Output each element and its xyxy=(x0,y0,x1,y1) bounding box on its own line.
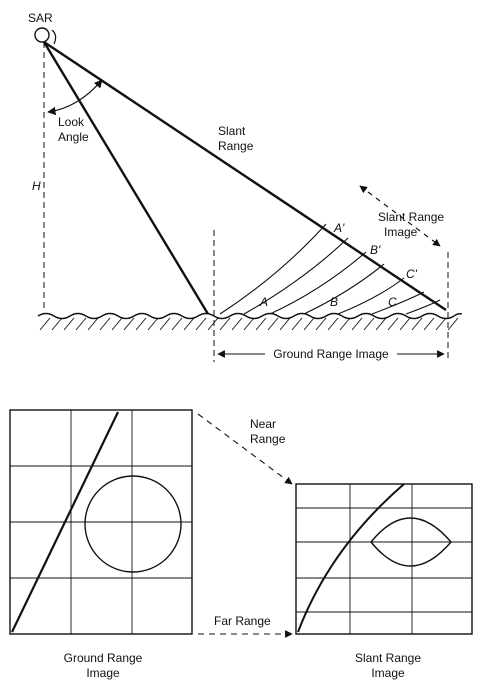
sar-sensor-icon xyxy=(34,27,50,43)
slant-range-image-arrow xyxy=(359,185,441,247)
terrain-surface xyxy=(37,312,463,320)
slant-image-lens-feature xyxy=(370,517,452,567)
slant-range-line xyxy=(43,41,447,311)
slant-point-b-prime: B' xyxy=(370,243,381,257)
wavefront-arc xyxy=(371,291,425,315)
ground-range-caption-1: Ground Range xyxy=(64,651,143,665)
near-range-label-2: Range xyxy=(250,432,286,446)
slant-range-caption-1: Slant Range xyxy=(355,651,421,665)
ground-range-caption-2: Image xyxy=(86,666,120,680)
slant-range-image-label-1: Slant Range xyxy=(378,210,444,224)
wavefront-arc xyxy=(405,299,441,315)
wavefront-arc xyxy=(303,263,385,315)
ground-image-circle-feature xyxy=(84,475,182,573)
look-angle-label-2: Angle xyxy=(58,130,89,144)
wavefront-arc xyxy=(243,237,349,315)
slant-range-image-panel xyxy=(295,483,473,635)
sar-antenna-icon xyxy=(51,29,57,45)
slant-range-image-label-2: Image xyxy=(384,225,418,239)
wavefront-arc xyxy=(219,223,327,315)
wavefront-arc xyxy=(269,251,367,315)
ground-point-c: C xyxy=(388,295,397,309)
ground-point-a: A xyxy=(259,295,268,309)
ground-point-b: B xyxy=(330,295,338,309)
slant-point-a-prime: A' xyxy=(333,221,345,235)
slant-point-c-prime: C' xyxy=(406,267,418,281)
ground-image-diagonal-feature xyxy=(11,411,119,633)
near-range-arrow xyxy=(197,413,293,485)
near-range-beam xyxy=(42,41,210,315)
look-angle-label-1: Look xyxy=(58,115,85,129)
look-angle-arc xyxy=(47,79,103,116)
far-range-label: Far Range xyxy=(214,614,271,628)
ground-range-image-label: Ground Range Image xyxy=(273,347,389,361)
sar-label: SAR xyxy=(28,11,53,25)
terrain-hatching xyxy=(39,317,459,331)
near-range-label-1: Near xyxy=(250,417,276,431)
wavefront-arc xyxy=(337,277,405,315)
ground-range-label-bg xyxy=(265,346,397,362)
ground-range-image-panel xyxy=(9,409,193,635)
terrain xyxy=(37,312,463,331)
height-label: H xyxy=(32,179,41,193)
slant-range-label-1: Slant xyxy=(218,124,246,138)
sar-sensor: SAR xyxy=(28,11,57,45)
slant-image-curved-feature xyxy=(297,483,405,633)
slant-range-label-2: Range xyxy=(218,139,254,153)
slant-range-caption-2: Image xyxy=(371,666,405,680)
